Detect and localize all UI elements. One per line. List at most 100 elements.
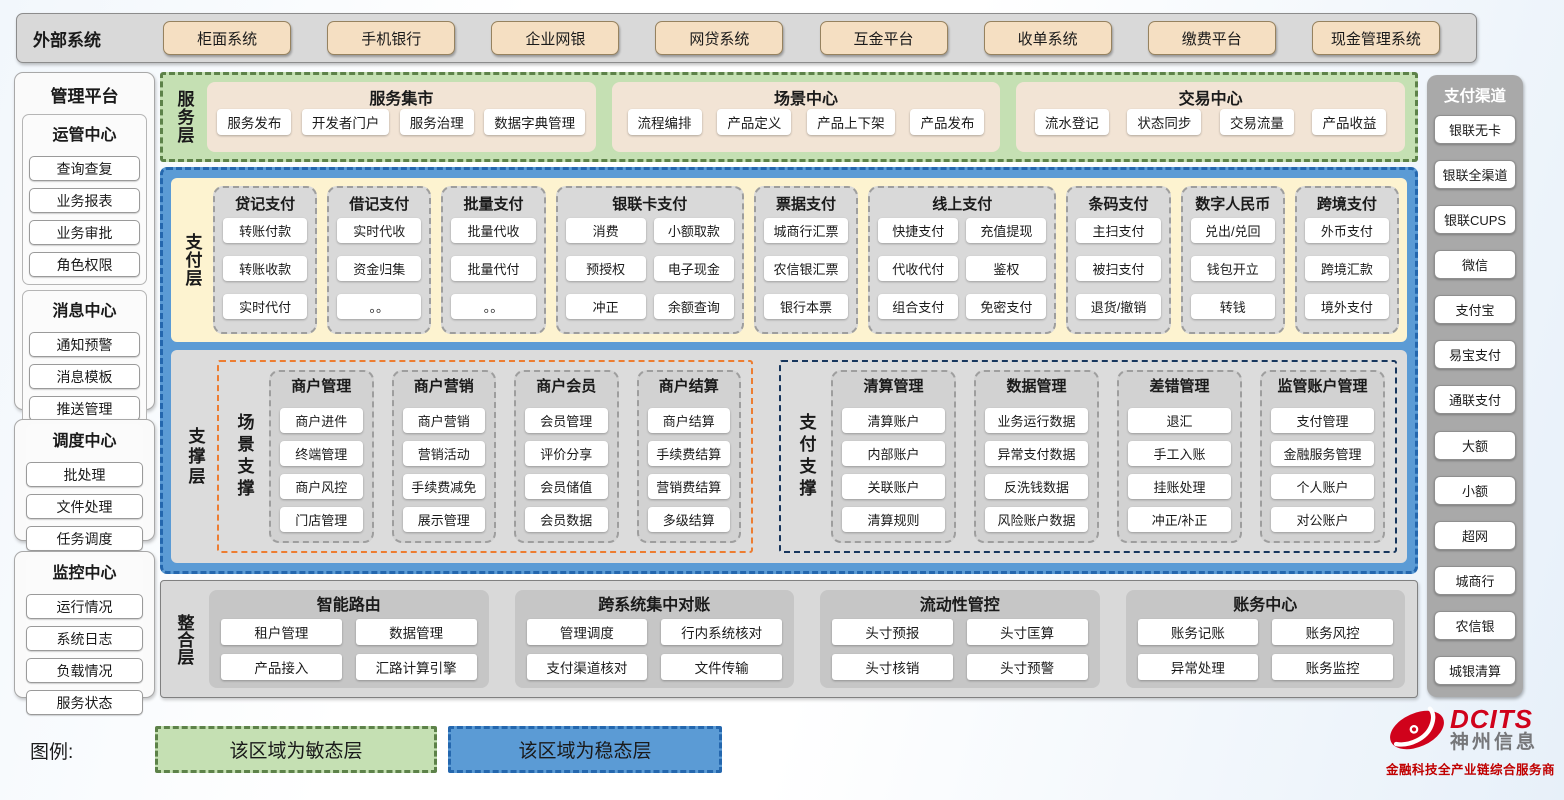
sidebar-item-button[interactable]: 文件处理 (26, 494, 143, 519)
sidebar-item-button[interactable]: 服务状态 (26, 690, 143, 715)
support-item-button[interactable]: 清算账户 (842, 408, 946, 433)
payment-item-button[interactable]: 电子现金 (653, 256, 734, 281)
support-item-button[interactable]: 营销活动 (402, 441, 486, 466)
integration-item-button[interactable]: 头寸匡算 (966, 619, 1088, 645)
integration-item-button[interactable]: 产品接入 (221, 654, 342, 680)
support-item-button[interactable]: 商户营销 (402, 408, 486, 433)
support-item-button[interactable]: 评价分享 (525, 441, 608, 466)
support-item-button[interactable]: 多级结算 (647, 507, 731, 532)
service-item-button[interactable]: 状态同步 (1127, 109, 1202, 135)
support-item-button[interactable]: 风险账户数据 (985, 507, 1089, 532)
payment-item-button[interactable]: 充值提现 (966, 218, 1047, 243)
payment-item-button[interactable]: 批量代付 (451, 256, 536, 281)
payment-item-button[interactable]: 银行本票 (763, 294, 849, 319)
payment-channel-button[interactable]: 超网 (1434, 520, 1516, 550)
support-item-button[interactable]: 清算规则 (842, 507, 946, 532)
support-item-button[interactable]: 个人账户 (1271, 474, 1375, 499)
payment-item-button[interactable]: 境外支付 (1304, 294, 1390, 319)
external-system-button[interactable]: 网贷系统 (655, 21, 784, 55)
integration-item-button[interactable]: 账务风控 (1272, 619, 1393, 645)
service-item-button[interactable]: 数据字典管理 (484, 109, 586, 135)
integration-item-button[interactable]: 头寸预警 (966, 654, 1088, 680)
integration-item-button[interactable]: 数据管理 (355, 619, 477, 645)
service-item-button[interactable]: 服务发布 (217, 109, 292, 135)
payment-channel-button[interactable]: 通联支付 (1434, 385, 1516, 415)
support-item-button[interactable]: 异常支付数据 (985, 441, 1089, 466)
external-system-button[interactable]: 现金管理系统 (1311, 21, 1440, 55)
sidebar-item-button[interactable]: 业务报表 (29, 188, 140, 213)
integration-item-button[interactable]: 汇路计算引擎 (355, 654, 477, 680)
payment-item-button[interactable]: 。。 (451, 294, 536, 319)
support-item-button[interactable]: 挂账处理 (1128, 474, 1232, 499)
support-item-button[interactable]: 关联账户 (842, 474, 946, 499)
payment-item-button[interactable]: 实时代收 (337, 218, 422, 243)
sidebar-item-button[interactable]: 负载情况 (26, 658, 143, 683)
support-item-button[interactable]: 反洗钱数据 (985, 474, 1089, 499)
support-item-button[interactable]: 商户风控 (280, 474, 363, 499)
payment-channel-button[interactable]: 银联全渠道 (1434, 160, 1516, 190)
sidebar-item-button[interactable]: 推送管理 (29, 396, 140, 421)
service-item-button[interactable]: 开发者门户 (301, 109, 390, 135)
payment-item-button[interactable]: 钱包开立 (1190, 256, 1275, 281)
integration-item-button[interactable]: 管理调度 (526, 619, 648, 645)
support-item-button[interactable]: 商户结算 (647, 408, 731, 433)
sidebar-item-button[interactable]: 运行情况 (26, 594, 143, 619)
integration-item-button[interactable]: 异常处理 (1137, 654, 1259, 680)
payment-item-button[interactable]: 。。 (337, 294, 422, 319)
external-system-button[interactable]: 企业网银 (491, 21, 620, 55)
integration-item-button[interactable]: 头寸预报 (832, 619, 953, 645)
payment-channel-button[interactable]: 农信银 (1434, 610, 1516, 640)
payment-item-button[interactable]: 退货/撤销 (1076, 294, 1161, 319)
integration-item-button[interactable]: 行内系统核对 (661, 619, 782, 645)
payment-item-button[interactable]: 免密支付 (966, 294, 1047, 319)
payment-item-button[interactable]: 预授权 (565, 256, 646, 281)
service-item-button[interactable]: 流水登记 (1034, 109, 1109, 135)
external-system-button[interactable]: 收单系统 (983, 21, 1112, 55)
support-item-button[interactable]: 金融服务管理 (1271, 441, 1375, 466)
support-item-button[interactable]: 手工入账 (1128, 441, 1232, 466)
support-item-button[interactable]: 门店管理 (280, 507, 363, 532)
sidebar-item-button[interactable]: 批处理 (26, 462, 143, 487)
sidebar-item-button[interactable]: 角色权限 (29, 252, 140, 277)
support-item-button[interactable]: 业务运行数据 (985, 408, 1089, 433)
payment-item-button[interactable]: 兑出/兑回 (1190, 218, 1275, 243)
payment-channel-button[interactable]: 银联无卡 (1434, 115, 1516, 144)
sidebar-item-button[interactable]: 消息模板 (29, 364, 140, 389)
payment-channel-button[interactable]: 微信 (1434, 250, 1516, 280)
payment-item-button[interactable]: 农信银汇票 (763, 256, 849, 281)
sidebar-item-button[interactable]: 查询查复 (29, 156, 140, 181)
payment-item-button[interactable]: 被扫支付 (1076, 256, 1161, 281)
support-item-button[interactable]: 营销费结算 (647, 474, 731, 499)
integration-item-button[interactable]: 支付渠道核对 (526, 654, 648, 680)
payment-item-button[interactable]: 代收代付 (878, 256, 959, 281)
integration-item-button[interactable]: 账务记账 (1137, 619, 1259, 645)
payment-item-button[interactable]: 快捷支付 (878, 218, 959, 243)
service-item-button[interactable]: 产品定义 (717, 109, 792, 135)
service-item-button[interactable]: 产品上下架 (807, 109, 895, 135)
support-item-button[interactable]: 对公账户 (1271, 507, 1375, 532)
payment-item-button[interactable]: 跨境汇款 (1304, 256, 1390, 281)
payment-item-button[interactable]: 实时代付 (223, 294, 308, 319)
integration-item-button[interactable]: 头寸核销 (832, 654, 953, 680)
integration-item-button[interactable]: 文件传输 (661, 654, 782, 680)
payment-channel-button[interactable]: 支付宝 (1434, 295, 1516, 325)
payment-channel-button[interactable]: 大额 (1434, 430, 1516, 460)
support-item-button[interactable]: 展示管理 (402, 507, 486, 532)
payment-item-button[interactable]: 主扫支付 (1076, 218, 1161, 243)
payment-item-button[interactable]: 消费 (565, 218, 646, 243)
support-item-button[interactable]: 冲正/补正 (1128, 507, 1232, 532)
payment-item-button[interactable]: 小额取款 (653, 218, 734, 243)
sidebar-item-button[interactable]: 任务调度 (26, 526, 143, 551)
payment-item-button[interactable]: 转钱 (1190, 294, 1275, 319)
sidebar-item-button[interactable]: 系统日志 (26, 626, 143, 651)
service-item-button[interactable]: 交易流量 (1219, 109, 1294, 135)
payment-channel-button[interactable]: 小额 (1434, 475, 1516, 505)
support-item-button[interactable]: 手续费结算 (647, 441, 731, 466)
support-item-button[interactable]: 会员数据 (525, 507, 608, 532)
external-system-button[interactable]: 互金平台 (819, 21, 948, 55)
external-system-button[interactable]: 手机银行 (327, 21, 456, 55)
external-system-button[interactable]: 缴费平台 (1147, 21, 1276, 55)
payment-item-button[interactable]: 转账收款 (223, 256, 308, 281)
payment-item-button[interactable]: 冲正 (565, 294, 646, 319)
payment-channel-button[interactable]: 银联CUPS (1434, 205, 1516, 235)
